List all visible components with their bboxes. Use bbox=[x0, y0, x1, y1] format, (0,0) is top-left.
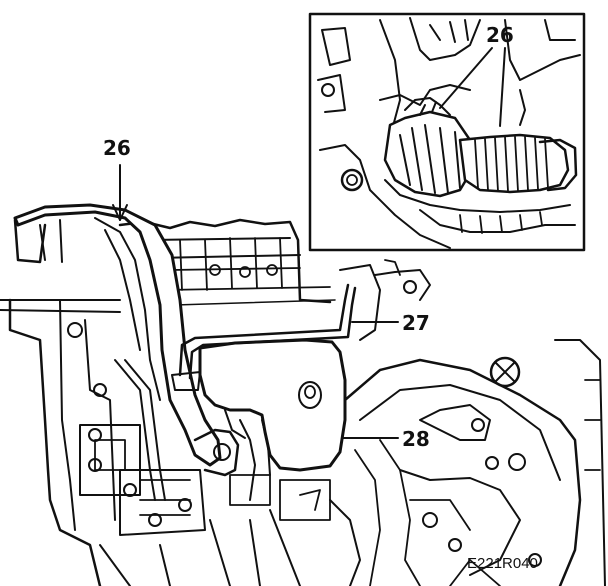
callout-26-main: 26 bbox=[103, 136, 131, 160]
engine-block bbox=[0, 218, 361, 586]
callout-28: 28 bbox=[402, 427, 430, 451]
callout-26-inset: 26 bbox=[486, 23, 514, 47]
transmission-housing bbox=[343, 339, 606, 586]
intake-cover bbox=[198, 338, 347, 501]
breather-pipe bbox=[171, 283, 357, 391]
inset-hose-clamp bbox=[383, 97, 578, 198]
callout-labels: 26 26 27 28 E221R040 bbox=[103, 23, 538, 572]
callout-27: 27 bbox=[402, 311, 430, 335]
mount-bracket bbox=[339, 259, 431, 341]
inset-engine-parts bbox=[317, 17, 581, 249]
callout-leaders bbox=[112, 164, 399, 439]
figure-code: E221R040 bbox=[467, 555, 538, 572]
inset-detail bbox=[308, 12, 586, 252]
